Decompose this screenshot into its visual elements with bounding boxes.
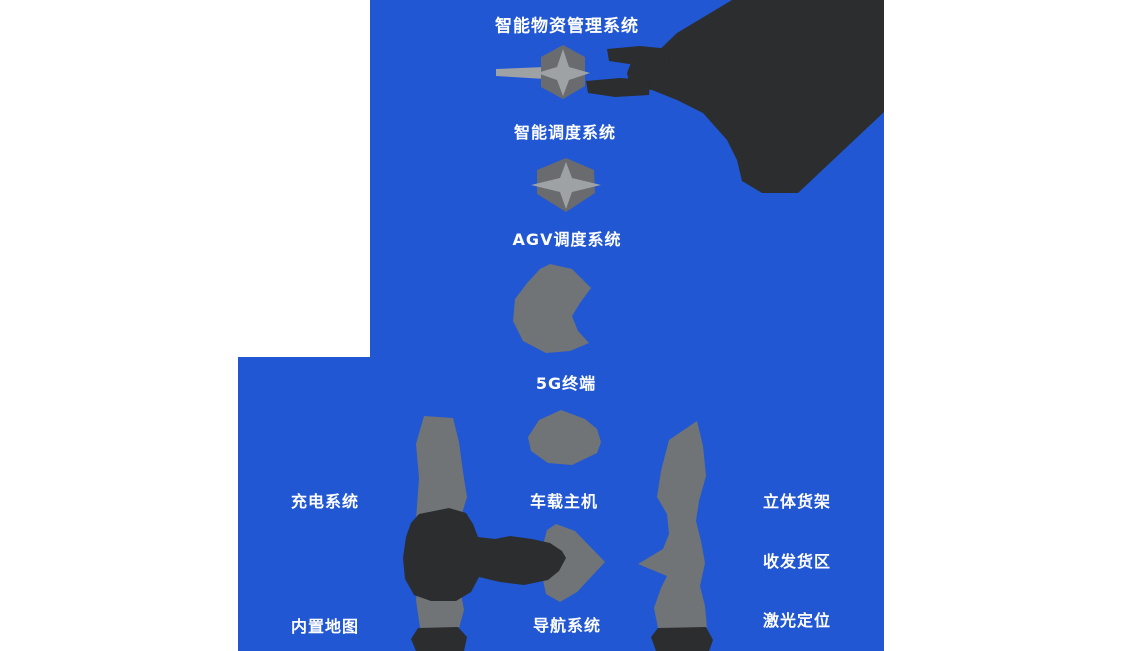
node1-star-icon xyxy=(537,49,590,96)
label-vehicle-host: 车载主机 xyxy=(529,492,599,511)
label-stereo-rack: 立体货架 xyxy=(762,492,832,511)
label-laser-positioning: 激光定位 xyxy=(762,611,832,630)
label-charging-system: 充电系统 xyxy=(290,492,360,511)
label-cargo-area: 收发货区 xyxy=(762,552,832,571)
dark-text-fragment-upper xyxy=(607,46,670,65)
dark-blob-center xyxy=(403,508,566,601)
gray-blob-5g xyxy=(528,410,601,465)
label-material-mgmt-system: 智能物资管理系统 xyxy=(495,16,639,37)
label-smart-dispatch-system: 智能调度系统 xyxy=(513,123,617,142)
label-nav-system: 导航系统 xyxy=(532,616,602,635)
dark-text-fragment-lower xyxy=(586,78,650,97)
dark-mass-top-right xyxy=(627,0,884,193)
gray-blob-agv xyxy=(513,264,591,353)
label-builtin-map: 内置地图 xyxy=(290,617,360,636)
flow-arrow-shape xyxy=(543,524,605,602)
gray-band-right xyxy=(638,421,707,628)
dark-blob-bottom-left xyxy=(411,627,467,651)
node2-star-icon xyxy=(531,162,601,209)
dark-blob-bottom-right xyxy=(651,627,713,651)
label-agv-dispatch-system: AGV调度系统 xyxy=(512,230,622,249)
label-5g-terminal: 5G终端 xyxy=(535,374,597,393)
